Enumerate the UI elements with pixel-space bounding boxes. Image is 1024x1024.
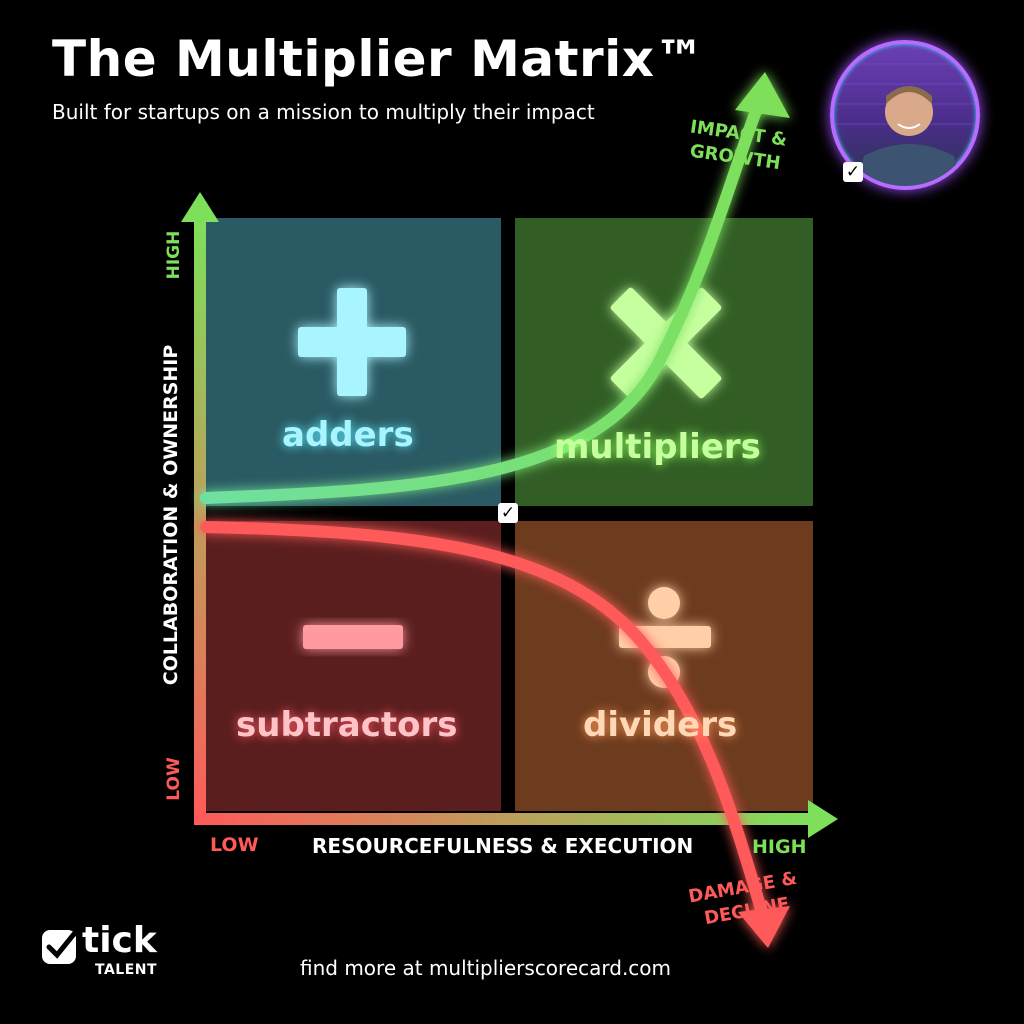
y-axis-low-label: LOW xyxy=(164,754,186,804)
quadrant-label-subtractors: subtractors xyxy=(236,705,458,745)
y-axis-title: COLLABORATION & OWNERSHIP xyxy=(160,335,184,695)
logo-word: tick xyxy=(82,920,157,961)
quadrant-label-multipliers: multipliers xyxy=(554,427,761,467)
y-axis-high-label: HIGH xyxy=(164,230,186,280)
plus-icon xyxy=(298,288,406,396)
checkmark-center-icon: ✓ xyxy=(498,503,518,523)
y-axis-arrow xyxy=(181,192,219,825)
x-axis-low-label: LOW xyxy=(210,834,259,856)
x-axis-title: RESOURCEFULNESS & EXECUTION xyxy=(312,834,693,858)
minus-icon xyxy=(303,625,403,649)
footer-link[interactable]: find more at multiplierscorecard.com xyxy=(300,956,671,980)
quadrant-label-dividers: dividers xyxy=(583,705,737,745)
x-axis-high-label: HIGH xyxy=(752,836,806,858)
tick-logo-icon xyxy=(40,928,80,968)
quadrant-label-adders: adders xyxy=(282,415,414,455)
logo-sub: TALENT xyxy=(95,962,157,978)
